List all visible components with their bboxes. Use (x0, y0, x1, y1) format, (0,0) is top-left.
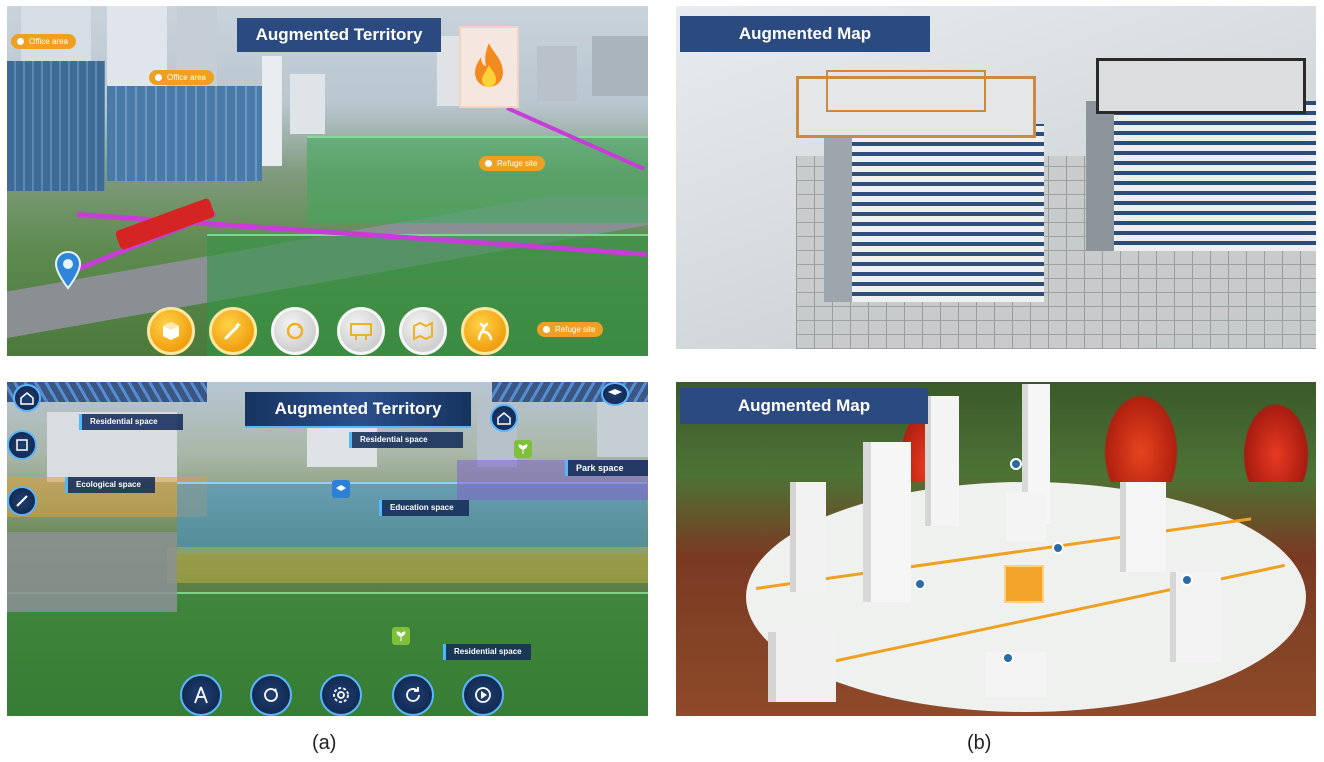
park-space-tag[interactable]: Park space (565, 460, 648, 476)
map-icon (413, 321, 433, 341)
poi-marker-icon[interactable] (914, 578, 926, 590)
red-flower (1096, 382, 1186, 482)
ecological-space-tag[interactable]: Ecological space (65, 477, 155, 493)
settings-icon (333, 687, 349, 703)
building-block (1006, 492, 1046, 542)
ruler-icon (16, 495, 28, 507)
road (7, 532, 177, 612)
building-block (796, 482, 826, 592)
layers-button[interactable] (7, 430, 37, 460)
graduation-cap-icon (608, 389, 622, 395)
fire-icon (475, 43, 503, 87)
building-block (986, 652, 1046, 697)
education-icon[interactable] (332, 480, 350, 498)
building-roof-a[interactable] (796, 76, 1036, 138)
billboard-button[interactable] (337, 307, 385, 355)
residential-space-tag[interactable]: Residential space (349, 432, 463, 448)
refresh-icon (406, 687, 420, 702)
augmented-territory-panel-top: Office area Office area Refuge site Refu… (7, 6, 648, 356)
building-block (1176, 572, 1221, 662)
cube-button[interactable] (147, 307, 195, 355)
layers-icon (16, 439, 28, 451)
panel-title: Augmented Map (680, 388, 928, 424)
home-icon (497, 412, 511, 425)
rotate-icon (286, 322, 304, 340)
roof-frame (826, 70, 986, 112)
caption-a: (a) (312, 732, 337, 754)
refresh-button[interactable] (392, 674, 434, 716)
office-area-pin[interactable]: Office area (11, 34, 76, 49)
poi-marker-icon[interactable] (1052, 542, 1064, 554)
residential-icon[interactable] (392, 627, 410, 645)
poi-marker-icon[interactable] (1002, 652, 1014, 664)
refuge-zone (307, 136, 648, 223)
rotate-icon (264, 688, 278, 702)
building-block (776, 632, 836, 702)
location-marker-icon[interactable] (53, 250, 83, 290)
refuge-site-pin[interactable]: Refuge site (537, 322, 604, 337)
settings-button[interactable] (320, 674, 362, 716)
home-icon (20, 392, 34, 405)
glass-office-building (7, 61, 105, 191)
residential-space-tag[interactable]: Residential space (79, 414, 183, 430)
magic-wand-icon (224, 322, 241, 340)
magic-wand-button[interactable] (209, 307, 257, 355)
augmented-map-panel-top: Augmented Map (676, 6, 1316, 349)
highlighted-building[interactable] (1006, 567, 1042, 601)
glass-office-building (107, 86, 262, 181)
building-block (871, 442, 911, 602)
refuge-site-pin[interactable]: Refuge site (479, 156, 546, 171)
building-model-b[interactable] (1086, 101, 1316, 251)
caption-b: (b) (967, 732, 992, 754)
building-roof-b[interactable] (1096, 58, 1306, 114)
billboard-icon (350, 323, 372, 340)
residential-zone (167, 547, 648, 583)
measure-button[interactable] (7, 486, 37, 516)
building-block (1126, 482, 1166, 572)
home-button[interactable] (13, 384, 41, 412)
compass-button[interactable] (180, 674, 222, 716)
tower (597, 397, 648, 457)
cube-icon (163, 322, 179, 340)
augmented-map-panel-bottom: Augmented Map (676, 382, 1316, 716)
poi-marker-icon[interactable] (1010, 458, 1022, 470)
office-building (262, 56, 282, 166)
augmented-territory-panel-bottom: Residential space Residential space Park… (7, 382, 648, 716)
panel-title: Augmented Territory (237, 18, 441, 52)
office-area-pin[interactable]: Office area (149, 70, 214, 85)
home-button[interactable] (490, 404, 518, 432)
poi-marker-icon[interactable] (1181, 574, 1193, 586)
panel-title: Augmented Territory (245, 392, 471, 428)
education-space-tag[interactable]: Education space (379, 500, 469, 516)
tower (537, 46, 577, 101)
hud-frame (7, 382, 207, 402)
play-icon (475, 687, 491, 703)
tower (592, 36, 648, 96)
residential-space-tag[interactable]: Residential space (443, 644, 531, 660)
building-block (931, 396, 959, 526)
map-button[interactable] (399, 307, 447, 355)
rotate-button[interactable] (250, 674, 292, 716)
red-flower (1236, 392, 1316, 482)
route-button[interactable] (461, 307, 509, 355)
fire-alert-billboard[interactable] (459, 26, 519, 108)
building-block (1028, 384, 1050, 524)
education-button[interactable] (601, 382, 629, 406)
park-icon[interactable] (514, 440, 532, 458)
route-icon (477, 322, 493, 341)
play-button[interactable] (462, 674, 504, 716)
panel-title: Augmented Map (680, 16, 930, 52)
office-building (290, 74, 325, 134)
compass-icon (194, 686, 208, 704)
building-model-a[interactable] (824, 124, 1044, 302)
rotate-button[interactable] (271, 307, 319, 355)
